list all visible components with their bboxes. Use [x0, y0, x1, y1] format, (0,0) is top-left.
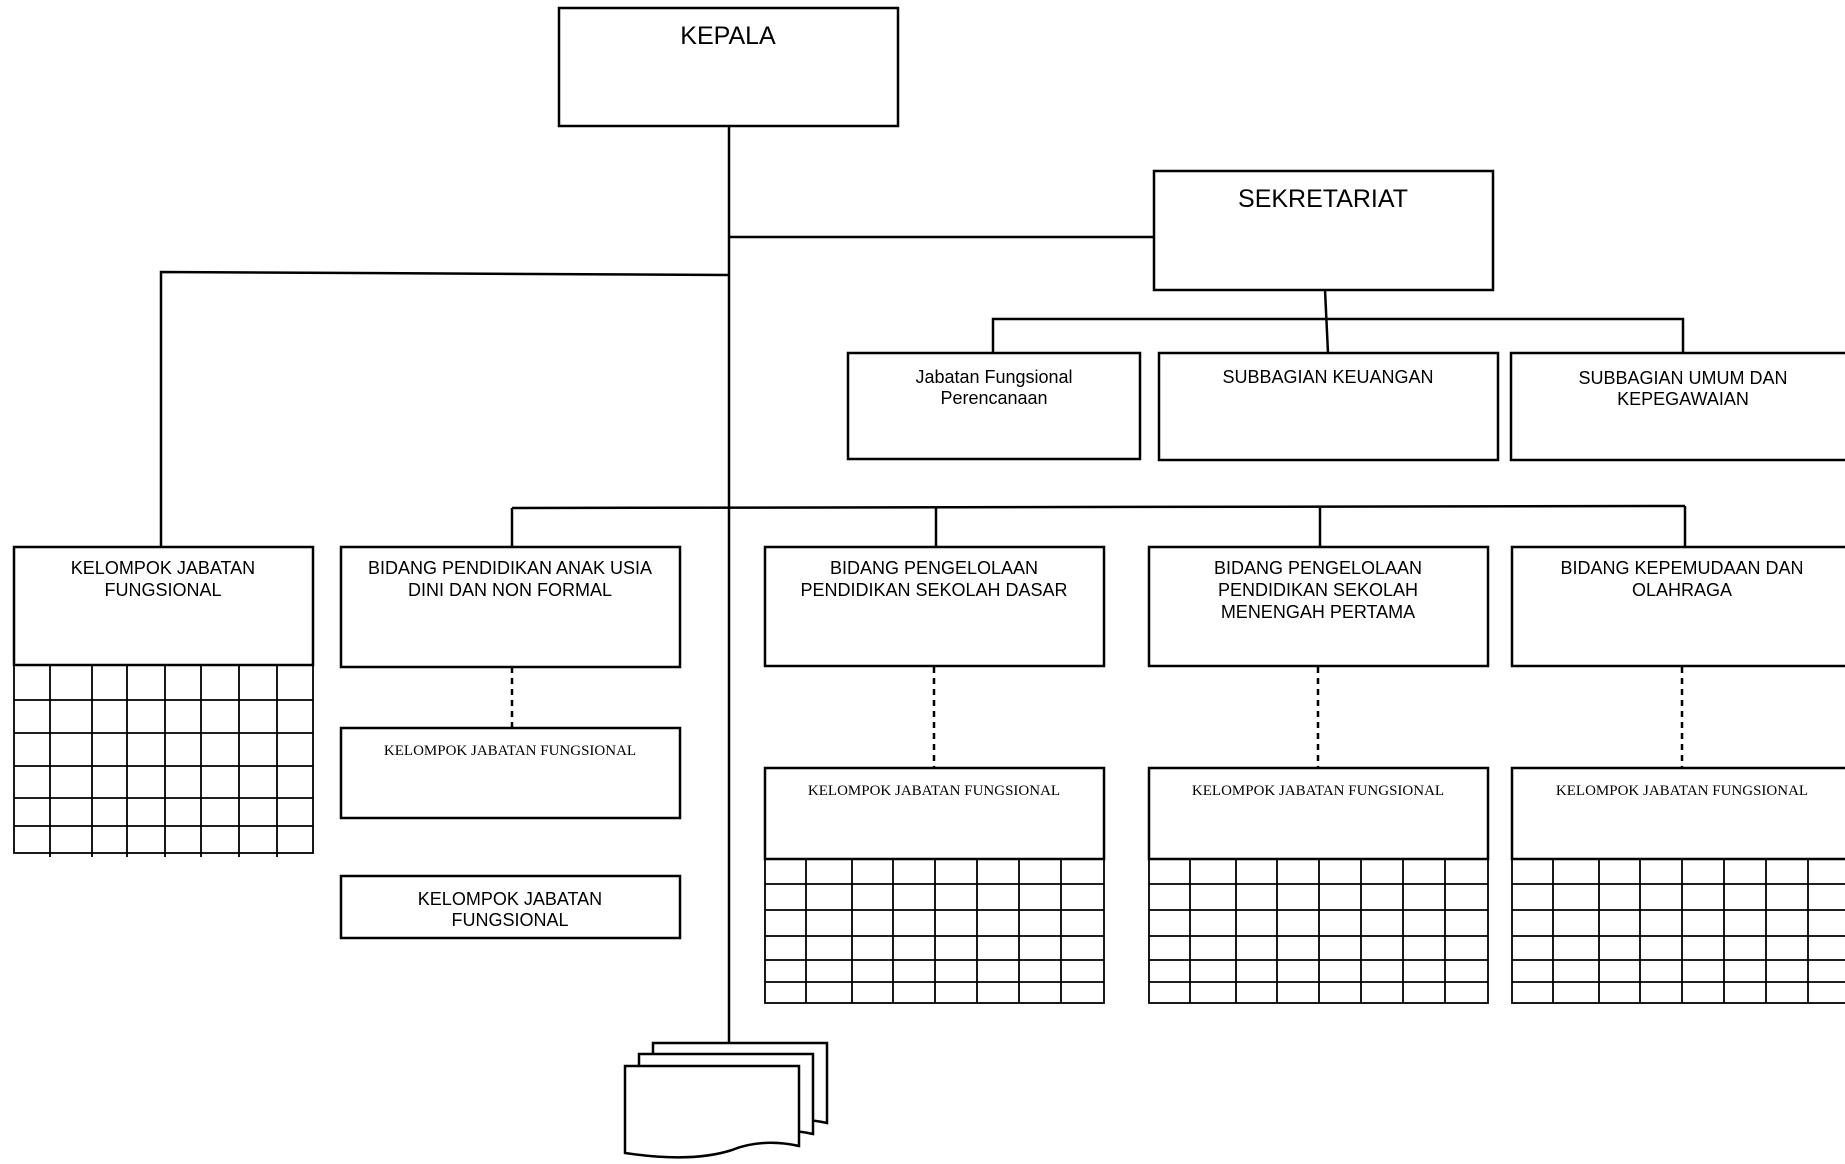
finance-unit-label: SUBBAGIAN KEUANGAN: [1222, 367, 1433, 387]
field-smp-label-line-2: PENDIDIKAN SEKOLAH: [1218, 580, 1418, 600]
youth-functional-group: KELOMPOK JABATAN FUNGSIONAL: [1510, 766, 1845, 1004]
left-functional-group: KELOMPOK JABATAN FUNGSIONAL: [12, 545, 315, 857]
left-group-label-line-1: KELOMPOK JABATAN: [71, 558, 255, 578]
sd-group-grid: [764, 858, 1105, 1004]
general-unit-box: SUBBAGIAN UMUM DAN KEPEGAWAIAN: [1509, 351, 1845, 462]
connector-lines: [159, 126, 1687, 1043]
head-box: KEPALA: [557, 6, 900, 128]
paud-functional-group-sans: KELOMPOK JABATAN FUNGSIONAL: [339, 874, 682, 940]
field-paud-label-line-2: DINI DAN NON FORMAL: [408, 580, 612, 600]
field-smp-label-line-3: MENENGAH PERTAMA: [1221, 602, 1415, 622]
left-group-grid: [13, 664, 314, 857]
field-paud-label-line-1: BIDANG PENDIDIKAN ANAK USIA: [368, 558, 652, 578]
field-paud-box: BIDANG PENDIDIKAN ANAK USIA DINI DAN NON…: [339, 545, 682, 669]
paud-functional-group-sans-label-line-1: KELOMPOK JABATAN: [418, 889, 602, 909]
field-youth-box: BIDANG KEPEMUDAAN DAN OLAHRAGA: [1510, 545, 1845, 668]
general-unit-label-line-2: KEPEGAWAIAN: [1617, 389, 1749, 409]
smp-functional-group-label: KELOMPOK JABATAN FUNGSIONAL: [1192, 783, 1444, 799]
secretariat-units-bar: [991, 317, 1685, 353]
finance-unit-box: SUBBAGIAN KEUANGAN: [1157, 351, 1500, 462]
field-sd-label-line-1: BIDANG PENGELOLAAN: [830, 558, 1038, 578]
left-group-branch-line: [159, 270, 730, 547]
field-sd-label-line-2: PENDIDIKAN SEKOLAH DASAR: [800, 580, 1067, 600]
paud-functional-group-sans-label-line-2: FUNGSIONAL: [451, 910, 568, 930]
field-sd-box: BIDANG PENGELOLAAN PENDIDIKAN SEKOLAH DA…: [763, 545, 1106, 668]
left-group-label-line-2: FUNGSIONAL: [104, 580, 221, 600]
youth-functional-group-label: KELOMPOK JABATAN FUNGSIONAL: [1556, 783, 1808, 799]
paud-functional-group-serif: KELOMPOK JABATAN FUNGSIONAL: [339, 726, 682, 820]
general-unit-label-line-1: SUBBAGIAN UMUM DAN: [1578, 368, 1787, 388]
sd-functional-group: KELOMPOK JABATAN FUNGSIONAL: [763, 766, 1106, 1004]
secretariat-down-line: [1323, 289, 1330, 354]
planning-unit-label-line-1: Jabatan Fungsional: [915, 367, 1072, 387]
field-smp-box: BIDANG PENGELOLAAN PENDIDIKAN SEKOLAH ME…: [1147, 545, 1490, 668]
field-youth-label-line-2: OLAHRAGA: [1632, 580, 1732, 600]
head-title: KEPALA: [680, 22, 776, 50]
secretariat-box: SEKRETARIAT: [1152, 169, 1495, 292]
sd-functional-group-label: KELOMPOK JABATAN FUNGSIONAL: [808, 783, 1060, 799]
smp-functional-group: KELOMPOK JABATAN FUNGSIONAL: [1147, 766, 1490, 1004]
document-stack-icon: [623, 1041, 829, 1159]
fields-bar: [511, 504, 1686, 510]
paud-functional-group-serif-label: KELOMPOK JABATAN FUNGSIONAL: [384, 743, 636, 759]
smp-group-grid: [1148, 858, 1489, 1004]
planning-unit-box: Jabatan Fungsional Perencanaan: [846, 351, 1142, 461]
planning-unit-label-line-2: Perencanaan: [940, 388, 1047, 408]
secretariat-title: SEKRETARIAT: [1238, 185, 1408, 213]
youth-group-grid: [1511, 858, 1845, 1004]
field-smp-label-line-1: BIDANG PENGELOLAAN: [1214, 558, 1422, 578]
field-youth-label-line-1: BIDANG KEPEMUDAAN DAN: [1560, 558, 1803, 578]
